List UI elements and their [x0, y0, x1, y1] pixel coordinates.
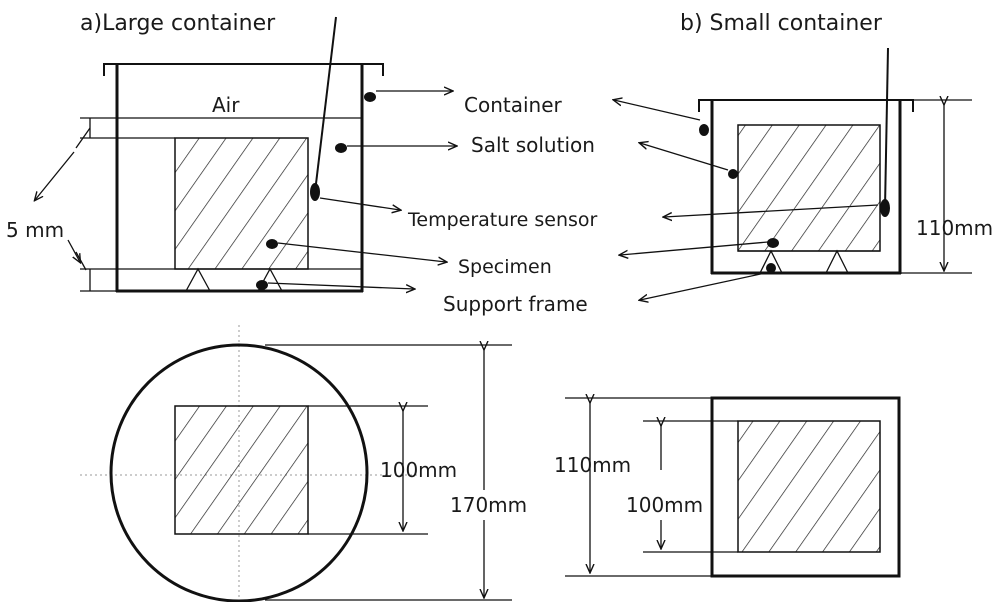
small-container-outline-top-view [710, 396, 901, 578]
support-frame-leader-small [640, 271, 771, 300]
gap-arrow-bottom [67, 239, 80, 262]
small-specimen [737, 124, 881, 252]
container-label: Container [464, 93, 563, 117]
gap-arrow-top [35, 151, 75, 200]
gap-dimension-label: 5 mm [6, 218, 64, 242]
large-container-outline [109, 343, 369, 602]
gap-arrow-top-link [75, 127, 91, 149]
support-frame-label: Support frame [443, 292, 588, 316]
temperature-sensor-tip [310, 183, 320, 201]
specimen-marker-dot [266, 239, 278, 249]
support-triangle-left [185, 267, 211, 292]
component-labels: Container Salt solution Temperature sens… [267, 91, 879, 316]
small-outer-dimension-label: 110mm [554, 453, 631, 477]
temperature-sensor-leader-large [319, 197, 400, 210]
support-frame-marker-dot [256, 280, 268, 290]
specimen-label: Specimen [458, 256, 552, 278]
large-specimen-top-view [174, 405, 309, 535]
small-container-top-view: 110mm 100mm [554, 396, 901, 578]
air-label: Air [212, 93, 240, 117]
small-container-marker-dot [699, 124, 709, 136]
small-temperature-sensor-rod [884, 47, 889, 209]
salt-solution-label: Salt solution [471, 133, 595, 157]
small-temperature-sensor-tip [880, 199, 890, 217]
small-support-triangle-right [825, 249, 849, 274]
small-support-frame-marker-dot [766, 263, 776, 273]
large-container-rim [103, 63, 384, 76]
salt-solution-marker-dot [335, 143, 347, 153]
large-specimen-dimension-label: 100mm [380, 458, 457, 482]
container-leader-small [614, 100, 701, 121]
small-container-title: b) Small container [680, 11, 883, 36]
small-specimen-marker-dot [767, 238, 779, 248]
small-support-triangle-left [759, 249, 783, 274]
gap-arrow-bottom-link [75, 251, 87, 271]
salt-solution-leader-small [640, 143, 729, 171]
large-specimen [174, 137, 309, 270]
large-container-title: a)Large container [80, 11, 276, 36]
small-height-label: 110mm [916, 216, 993, 240]
small-container-rim [698, 99, 914, 112]
small-specimen-dimension-label: 100mm [626, 493, 703, 517]
large-container-top-view: 100mm 170mm [80, 325, 527, 602]
small-container-side-view: 110mm [698, 47, 993, 275]
temperature-sensor-rod [314, 16, 337, 193]
temperature-sensor-label: Temperature sensor [407, 209, 598, 231]
small-specimen-top-view [737, 420, 881, 553]
small-salt-solution-marker-dot [728, 169, 738, 179]
large-container-side-view: Air 5 mm [6, 16, 384, 293]
specimen-leader-large [277, 242, 446, 262]
container-marker-dot [364, 92, 376, 102]
large-diameter-label: 170mm [450, 493, 527, 517]
support-frame-leader-large [267, 282, 414, 289]
